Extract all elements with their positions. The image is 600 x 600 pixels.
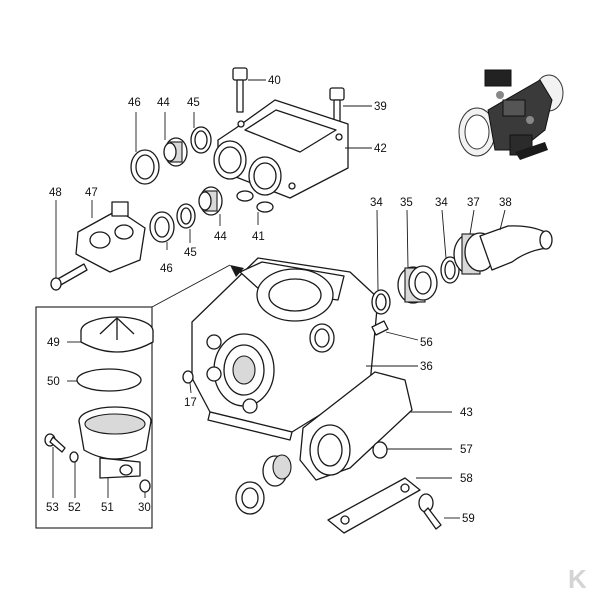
callout-45-upper: 45 (187, 97, 200, 109)
brand-logo-watermark: K (568, 564, 587, 594)
callout-47: 47 (85, 187, 98, 199)
base-plate-58 (327, 477, 421, 534)
valve-fitting-lower-2 (235, 481, 265, 515)
callout-42: 42 (374, 143, 387, 155)
assembled-pump-thumbnail (458, 69, 564, 160)
valve-cap-47 (75, 201, 146, 273)
callout-17: 17 (184, 397, 197, 409)
bolt-59 (418, 493, 442, 530)
o-ring-45-lower (176, 203, 196, 229)
seal-ring-46-upper (130, 149, 160, 185)
bolt-40 (232, 67, 248, 113)
o-ring-17 (182, 370, 194, 384)
valve-fitting-lower-1 (262, 454, 292, 487)
o-ring-50 (76, 368, 142, 392)
callout-46-lower: 46 (160, 263, 173, 275)
callout-38: 38 (499, 197, 512, 209)
callout-53: 53 (46, 502, 59, 514)
o-ring-30 (139, 479, 151, 493)
seal-ring-46-lower (149, 211, 175, 243)
callout-37: 37 (467, 197, 480, 209)
callout-50: 50 (47, 376, 60, 388)
valve-44-upper (163, 137, 188, 167)
valve-44-lower (198, 186, 223, 216)
leader-lines (52, 79, 506, 519)
callout-43: 43 (460, 407, 473, 419)
fitting-35 (397, 265, 438, 304)
filter-bowl-51 (78, 406, 152, 479)
callout-35: 35 (400, 197, 413, 209)
callout-45-lower: 45 (184, 247, 197, 259)
callout-49: 49 (47, 337, 60, 349)
callout-39: 39 (374, 101, 387, 113)
callout-58: 58 (460, 473, 473, 485)
callout-59: 59 (462, 513, 475, 525)
callout-34-outer: 34 (435, 197, 448, 209)
callout-36: 36 (420, 361, 433, 373)
bracket-43 (299, 371, 413, 481)
elbow-connector-38 (479, 225, 553, 271)
callout-34-inner: 34 (370, 197, 383, 209)
pump-body-36 (191, 257, 379, 441)
plug-56 (371, 320, 389, 336)
o-ring-34-outer (440, 256, 460, 284)
bolt-48 (50, 263, 88, 291)
filter-cap-49 (80, 316, 154, 353)
sub-assembly-inset (35, 264, 244, 529)
callout-52: 52 (68, 502, 81, 514)
callout-44-upper: 44 (157, 97, 170, 109)
bolt-53 (44, 433, 66, 453)
callout-56: 56 (420, 337, 433, 349)
o-ring-45-upper (190, 126, 212, 154)
callout-48: 48 (49, 187, 62, 199)
manifold-cover-42 (213, 99, 349, 199)
callout-51: 51 (101, 502, 114, 514)
o-ring-34-inner (371, 289, 391, 315)
spacer-57 (372, 441, 388, 459)
washer-52 (69, 451, 79, 463)
callout-46-upper: 46 (128, 97, 141, 109)
callout-41: 41 (252, 231, 265, 243)
o-ring-41 (236, 190, 274, 213)
callout-40: 40 (268, 75, 281, 87)
callout-57: 57 (460, 444, 473, 456)
callout-30: 30 (138, 502, 151, 514)
callout-44-lower: 44 (214, 231, 227, 243)
callout-labels: 40 39 42 46 44 45 48 47 46 45 44 41 34 3… (46, 75, 512, 525)
